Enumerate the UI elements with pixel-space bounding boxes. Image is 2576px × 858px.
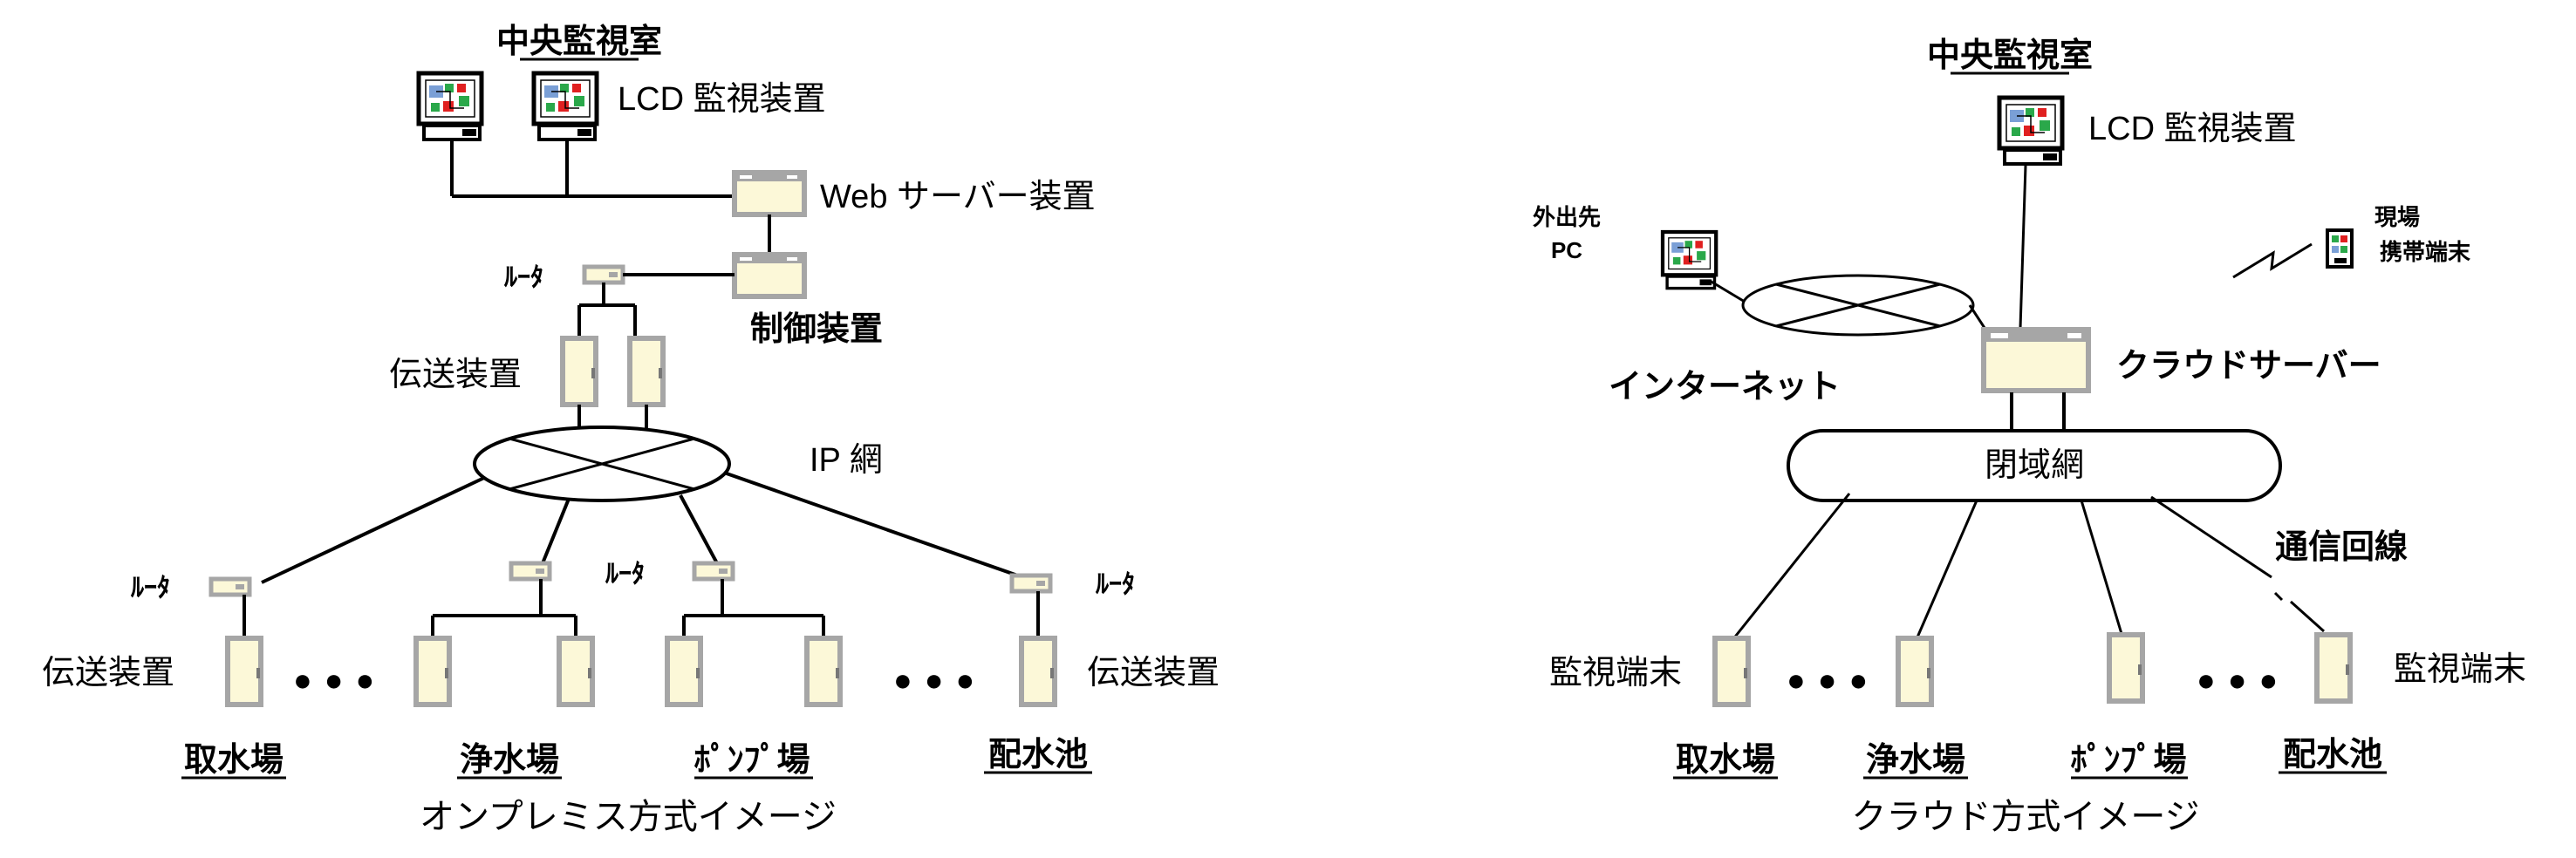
onprem-router-icon-top — [584, 267, 623, 283]
onprem-site-label-2: 浄水場 — [460, 742, 559, 779]
onprem-transmission-unit-icon-site2b — [559, 638, 592, 705]
onprem-transmission-unit-icon-site3b — [807, 638, 840, 705]
cloud-field-terminal-label-1: 現場 — [2374, 204, 2420, 230]
onprem-router-label-top: ﾙｰﾀ — [503, 263, 543, 292]
onprem-transmission-unit-icon-site1 — [228, 638, 261, 705]
onprem-control-unit-icon — [735, 255, 804, 296]
cloud-ellipsis-right: ● ● ● — [2197, 662, 2279, 698]
cloud-internet-label: インターネット — [1609, 369, 1841, 405]
onprem-transmission-label-left: 伝送装置 — [42, 655, 174, 691]
cloud-site-label-3: ﾎﾟﾝﾌﾟ場 — [2070, 742, 2186, 779]
onprem-ellipsis-left: ● ● ● — [293, 662, 376, 698]
cloud-central-room-label: 中央監視室 — [1927, 37, 2093, 74]
cloud-server-icon — [1981, 327, 2091, 393]
cloud-monitor-terminal-icon-4 — [2317, 635, 2350, 701]
onprem-router-label-site4: ﾙｰﾀ — [1095, 570, 1135, 599]
onprem-web-server-icon — [735, 173, 804, 214]
cloud-outside-pc-icon — [1663, 232, 1716, 289]
cloud-monitor-terminal-icon-3 — [2109, 635, 2142, 701]
cloud-lcd-monitor-icon — [1999, 98, 2062, 164]
cloud-monitor-terminal-label-left: 監視端末 — [1549, 655, 1682, 691]
onprem-transmission-label-right: 伝送装置 — [1087, 655, 1220, 691]
wireless-signal-icon — [2232, 242, 2313, 279]
onprem-lcd-label: LCD 監視装置 — [618, 81, 826, 118]
onprem-site-label-3: ﾎﾟﾝﾌﾟ場 — [694, 742, 810, 779]
cloud-caption: クラウド方式イメージ — [1851, 797, 2199, 836]
onprem-control-label: 制御装置 — [750, 311, 883, 348]
cloud-site-label-2: 浄水場 — [1866, 742, 1965, 779]
onprem-transmission-unit-icon-site4 — [1022, 638, 1055, 705]
cloud-lcd-label: LCD 監視装置 — [2088, 111, 2297, 147]
onprem-central-room-label: 中央監視室 — [496, 23, 662, 60]
onprem-transmission-unit-icon-2 — [630, 338, 663, 405]
cloud-diagram: 中央監視室 LCD 監視装置 外出先 PC インターネット 現場 携帯端末 — [1533, 37, 2526, 836]
onprem-router-icon-site4 — [1012, 575, 1050, 591]
cloud-monitor-terminal-icon-2 — [1898, 638, 1931, 705]
onprem-ellipsis-right: ● ● ● — [893, 662, 976, 698]
cloud-ellipsis-left: ● ● ● — [1787, 662, 1869, 698]
onprem-router-label-site3: ﾙｰﾀ — [605, 560, 645, 589]
onprem-router-label-site1: ﾙｰﾀ — [130, 574, 170, 603]
onprem-diagram: 中央監視室 LCD 監視装置 Web サーバー装置 制御装置 ﾙｰﾀ 伝送装置 — [42, 23, 1220, 836]
onprem-router-icon-site3 — [694, 563, 733, 579]
onprem-router-icon-site2 — [511, 563, 550, 579]
cloud-comm-line-label: 通信回線 — [2275, 529, 2408, 566]
cloud-monitor-terminal-label-right: 監視端末 — [2394, 651, 2526, 688]
onprem-lcd-monitor-icon-1 — [419, 73, 482, 140]
onprem-site-label-4: 配水池 — [988, 737, 1088, 773]
cloud-field-terminal-label-2: 携帯端末 — [2380, 239, 2471, 265]
cloud-site-label-4: 配水池 — [2283, 737, 2382, 773]
onprem-transmission-unit-icon-1 — [563, 338, 596, 405]
onprem-web-server-label: Web サーバー装置 — [820, 179, 1096, 215]
onprem-transmission-unit-icon-site3a — [667, 638, 700, 705]
onprem-site-label-1: 取水場 — [184, 742, 284, 779]
onprem-lcd-monitor-icon-2 — [534, 73, 597, 140]
onprem-transmission-unit-icon-site2a — [416, 638, 449, 705]
cloud-site-label-1: 取水場 — [1676, 742, 1775, 779]
cloud-outside-pc-label-1: 外出先 — [1533, 204, 1601, 230]
onprem-transmission-label-top: 伝送装置 — [389, 357, 522, 393]
cloud-closed-network-label: 閉域網 — [1985, 447, 2084, 484]
onprem-ip-network-label: IP 網 — [810, 442, 883, 479]
onprem-router-icon-site1 — [211, 579, 249, 595]
closed-network-shape — [1787, 429, 2282, 502]
mobile-terminal-icon — [2326, 228, 2354, 269]
cloud-monitor-terminal-icon-1 — [1715, 638, 1748, 705]
onprem-caption: オンプレミス方式イメージ — [420, 797, 837, 836]
cloud-server-label: クラウドサーバー — [2116, 348, 2381, 385]
cloud-outside-pc-label-2: PC — [1551, 237, 1582, 263]
